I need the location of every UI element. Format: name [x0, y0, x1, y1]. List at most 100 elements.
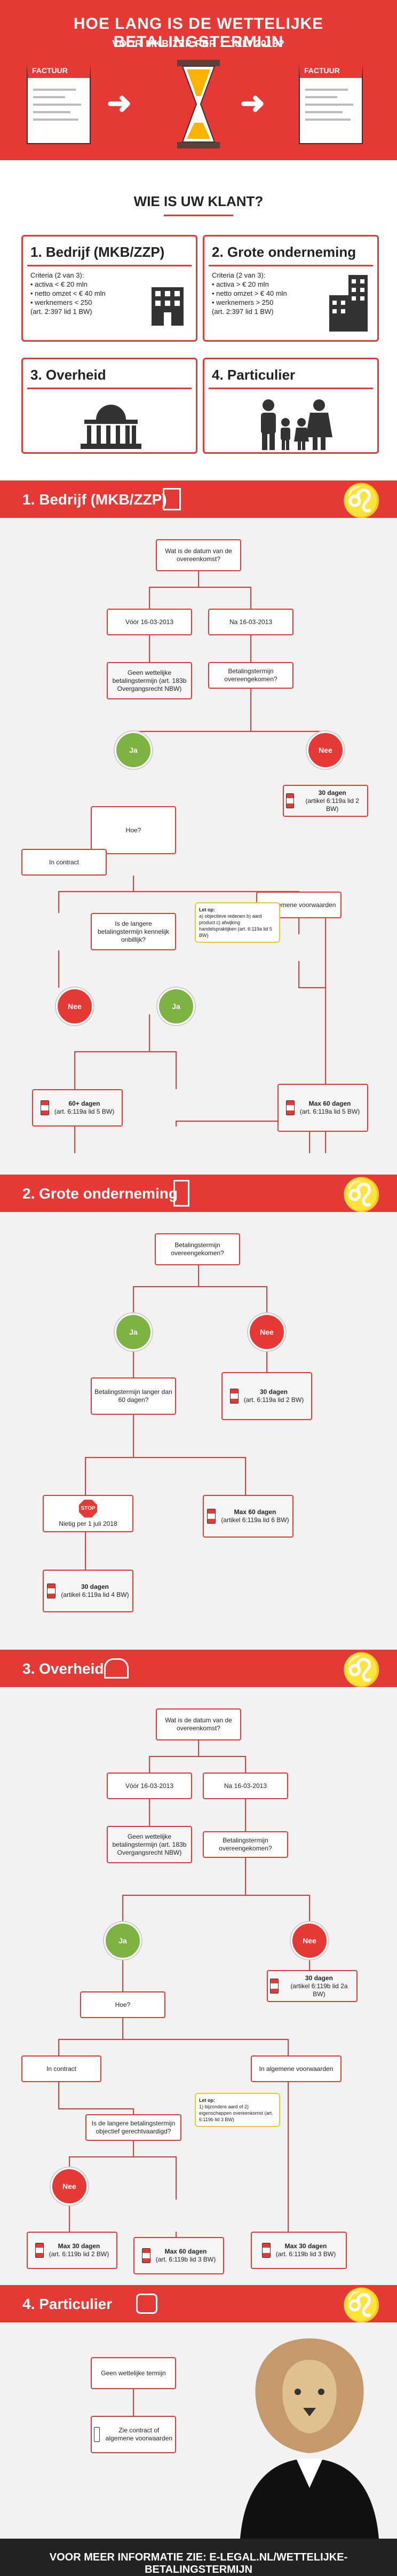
skyscraper-icon	[173, 1180, 189, 1207]
section-banner-particulier: 4. Particulier ♌	[0, 2285, 397, 2323]
invoice-label-2: FACTUUR	[304, 66, 340, 75]
criteria-item: • activa < € 20 mln	[30, 280, 88, 288]
option-title: 1. Bedrijf (MKB/ZZP)	[30, 244, 165, 260]
longer-60-node: Betalingstermijn langer dan 60 dagen?	[91, 1377, 176, 1415]
hourglass-icon	[47, 1584, 56, 1598]
family-icon	[136, 2294, 157, 2314]
option-bedrijf[interactable]: 1. Bedrijf (MKB/ZZP) Criteria (2 van 3):…	[21, 235, 197, 342]
hourglass-icon	[207, 1509, 216, 1524]
flow-lines	[58, 571, 326, 1153]
criteria-label: Criteria (2 van 3):	[212, 271, 266, 279]
result-max30-2: Max 30 dagen(art. 6:119b lid 3 BW)	[251, 2232, 347, 2269]
no-circle: Nee	[291, 1922, 328, 1959]
start-node: Betalingstermijn overeengekomen?	[155, 1233, 240, 1265]
criteria-item: • werknemers > 250	[212, 298, 274, 306]
document-icon	[94, 2427, 100, 2442]
general-terms-node: In algemene voorwaarden	[251, 2055, 342, 2082]
page-title: HOE LANG IS DE WETTELIJKE BETALINGSTERMI…	[73, 15, 324, 51]
header-banner: HOE LANG IS DE WETTELIJKE BETALINGSTERMI…	[0, 0, 397, 160]
start-node: Wat is de datum van de overeenkomst?	[156, 539, 241, 571]
flow-lines	[85, 1265, 267, 1570]
invoice-paid-icon: FACTUUR	[299, 64, 363, 144]
section-title: 2. Grote onderneming	[22, 1185, 178, 1202]
after-node: Na 16-03-2013	[203, 1773, 288, 1799]
invoice-icon: FACTUUR	[27, 64, 91, 144]
option-particulier[interactable]: 4. Particulier	[203, 358, 379, 454]
footer: VOOR MEER INFORMATIE ZIE: E-LEGAL.NL/WET…	[0, 2539, 397, 2576]
no-circle-2: Nee	[56, 988, 93, 1025]
option-title: 3. Overheid	[30, 367, 106, 383]
hourglass-icon	[35, 2243, 44, 2258]
family-icon	[261, 399, 332, 450]
no-term-node: Geen wettelijke betalingstermijn (art. 1…	[107, 1826, 192, 1863]
hourglass-icon	[261, 2243, 271, 2258]
option-overheid[interactable]: 3. Overheid	[21, 358, 197, 454]
note-box: Let op:1) bijzondere aard of 2) eigensch…	[195, 2093, 280, 2127]
no-circle: Nee	[307, 731, 344, 769]
lion-judge-illustration	[240, 2338, 379, 2539]
contract-node: In contract	[21, 849, 107, 876]
section-body-4: Geen wettelijke termijn Zie contract of …	[0, 2322, 397, 2539]
section-title: 4. Particulier	[22, 2296, 113, 2312]
section-title: 1. Bedrijf (MKB/ZZP)	[22, 491, 167, 508]
no-circle: Nee	[248, 1313, 285, 1351]
section-banner-grote: 2. Grote onderneming ♌	[0, 1175, 397, 1212]
lion-logo: ♌	[342, 483, 382, 518]
result-30-days-2: 30 dagen(artikel 6:119a lid 4 BW)	[43, 1570, 133, 1612]
flow-lines	[133, 2389, 134, 2416]
footer-link[interactable]: VOOR MEER INFORMATIE ZIE: E-LEGAL.NL/WET…	[49, 2551, 348, 2575]
arrow-right-icon: ➜	[107, 86, 132, 120]
option-grote-onderneming[interactable]: 2. Grote onderneming Criteria (2 van 3):…	[203, 235, 379, 342]
hourglass-icon	[40, 1100, 49, 1115]
criteria-item: • netto omzet < € 40 mln	[30, 289, 106, 297]
section-banner-overheid: 3. Overheid ♌	[0, 1650, 397, 1688]
result-30-days: 30 dagen(artikel 6:119a lid 2 BW)	[283, 785, 368, 817]
section-banner-bedrijf: 1. Bedrijf (MKB/ZZP) ♌	[0, 480, 397, 518]
no-circle-2: Nee	[51, 2168, 88, 2205]
longer-term-node: Is de langere betalingstermijn kennelijk…	[91, 913, 176, 950]
divider	[164, 215, 233, 216]
question-heading: WIE IS UW KLANT?	[133, 193, 264, 209]
longer-term-node: Is de langere betalingstermijn objectief…	[85, 2114, 181, 2141]
yes-circle: Ja	[115, 731, 152, 769]
yes-circle: Ja	[115, 1313, 152, 1351]
government-building-icon	[81, 405, 141, 449]
lion-logo: ♌	[342, 1177, 382, 1212]
stop-sign-icon: STOP	[79, 1499, 97, 1518]
lion-logo: ♌	[342, 1652, 382, 1688]
after-node: Na 16-03-2013	[208, 609, 293, 635]
criteria-item: • netto omzet > € 40 mln	[212, 289, 287, 297]
result-max60: Max 60 dagen(art. 6:119a lid 5 BW)	[277, 1084, 368, 1132]
criteria-label: Criteria (2 van 3):	[30, 271, 84, 279]
result-30-days: 30 dagen(art. 6:119a lid 2 BW)	[221, 1372, 312, 1420]
see-terms-node: Zie contract of algemene voorwaarden	[91, 2416, 176, 2453]
note-box: Let op:a) objectieve redenen b) aard pro…	[195, 902, 280, 943]
criteria-item: • werknemers < 250	[30, 298, 92, 306]
hourglass-icon	[229, 1389, 239, 1404]
hourglass-icon	[141, 2248, 150, 2263]
criteria-item: • activa > € 20 mln	[212, 280, 269, 288]
before-node: Vóór 16-03-2013	[107, 1773, 192, 1799]
arrow-right-icon-2: ➜	[240, 86, 265, 120]
hourglass-icon	[286, 793, 295, 808]
section-body-3: Wat is de datum van de overeenkomst? Vóó…	[0, 1687, 397, 2285]
before-node: Vóór 16-03-2013	[107, 609, 192, 635]
hourglass-icon	[285, 1100, 295, 1115]
hourglass-icon	[177, 60, 220, 148]
yes-circle: Ja	[104, 1922, 141, 1959]
lion-logo: ♌	[342, 2287, 382, 2323]
no-term-node: Geen wettelijke betalingstermijn (art. 1…	[107, 662, 192, 699]
page-subtitle: VOOR MKB/ZZP PER 1 JULI 2018?	[112, 38, 285, 49]
option-title: 4. Particulier	[212, 367, 296, 383]
building-icon	[163, 488, 181, 510]
option-title: 2. Grote onderneming	[212, 244, 356, 260]
how-node: Hoe?	[91, 806, 176, 854]
contract-node: In contract	[21, 2055, 101, 2082]
criteria-ref: (art. 2:397 lid 1 BW)	[212, 308, 274, 316]
section-body-2: Betalingstermijn overeengekomen? Ja Nee …	[0, 1212, 397, 1650]
invoice-label: FACTUUR	[32, 66, 68, 75]
section-title: 3. Overheid	[22, 1660, 104, 1677]
result-max60: Max 60 dagen(art. 6:119b lid 3 BW)	[133, 2237, 224, 2274]
result-max60: Max 60 dagen(artikel 6:119a lid 6 BW)	[203, 1495, 293, 1538]
hourglass-icon	[270, 1979, 279, 1994]
